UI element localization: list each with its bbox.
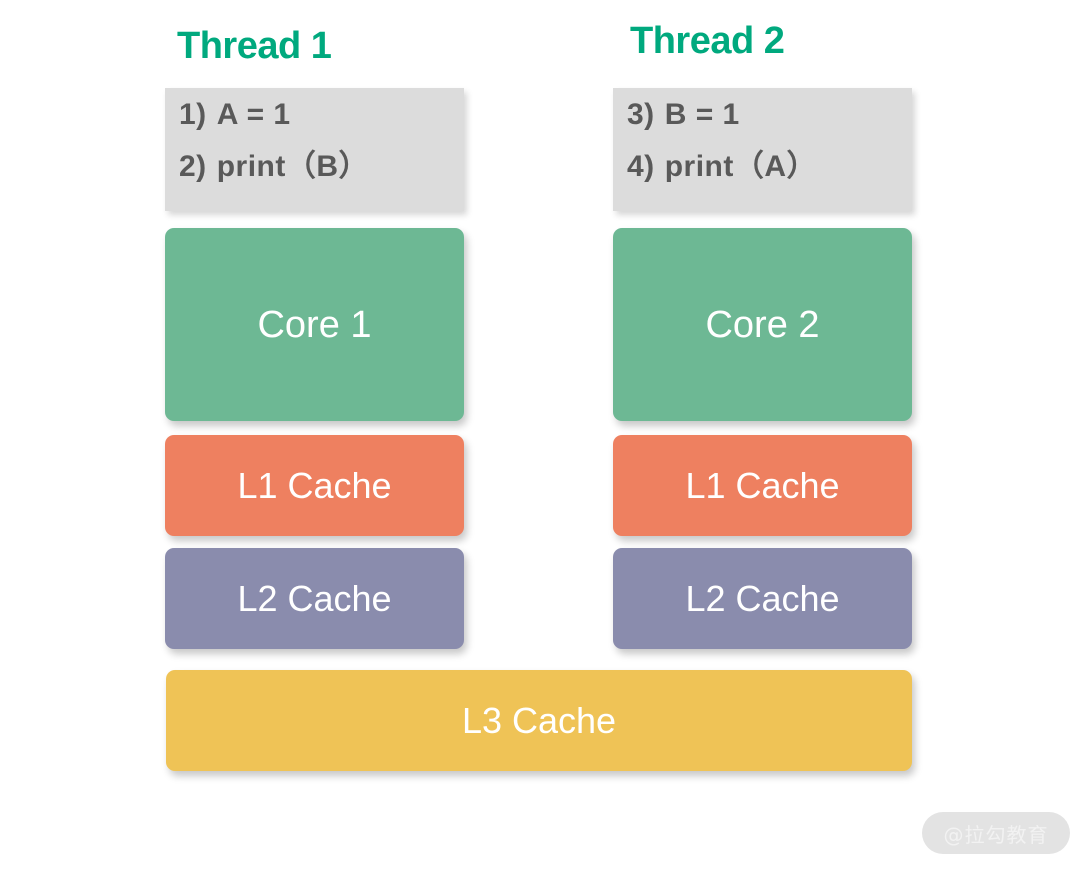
code-line-number: 3): [627, 98, 655, 131]
code-line: 1) A = 1: [179, 100, 464, 130]
l1-cache-core-1-label: L1 Cache: [237, 464, 392, 506]
l1-cache-core-2-label: L1 Cache: [685, 464, 840, 506]
l2-cache-core-2-block: L2 Cache: [613, 548, 912, 649]
l3-cache-label: L3 Cache: [461, 699, 617, 741]
code-line-statement: print（A）: [664, 150, 818, 183]
thread-2-code-box: 3) B = 1 4) print（A）: [613, 88, 912, 211]
code-line: 4) print（A）: [627, 152, 912, 182]
l2-cache-core-2-label: L2 Cache: [685, 577, 840, 619]
core-1-label: Core 1: [257, 303, 372, 346]
watermark: @拉勾教育: [922, 812, 1070, 854]
thread-2-title: Thread 2: [630, 20, 785, 62]
code-line-statement: B = 1: [664, 98, 740, 131]
core-2-block: Core 2: [613, 228, 912, 421]
code-line-number: 1): [179, 98, 207, 131]
code-line: 3) B = 1: [627, 100, 912, 130]
code-line-statement: print（B）: [216, 150, 370, 183]
thread-1-title: Thread 1: [177, 25, 332, 67]
watermark-text: @拉勾教育: [943, 822, 1049, 847]
thread-1-code-box: 1) A = 1 2) print（B）: [165, 88, 464, 211]
core-2-label: Core 2: [705, 303, 820, 346]
code-line-statement: A = 1: [216, 98, 291, 131]
code-line-number: 2): [179, 150, 207, 183]
core-1-block: Core 1: [165, 228, 464, 421]
l2-cache-core-1-label: L2 Cache: [237, 577, 392, 619]
l1-cache-core-1-block: L1 Cache: [165, 435, 464, 536]
l3-cache-shared-block: L3 Cache: [166, 670, 912, 771]
code-line: 2) print（B）: [179, 152, 464, 182]
l2-cache-core-1-block: L2 Cache: [165, 548, 464, 649]
l1-cache-core-2-block: L1 Cache: [613, 435, 912, 536]
code-line-number: 4): [627, 150, 655, 183]
